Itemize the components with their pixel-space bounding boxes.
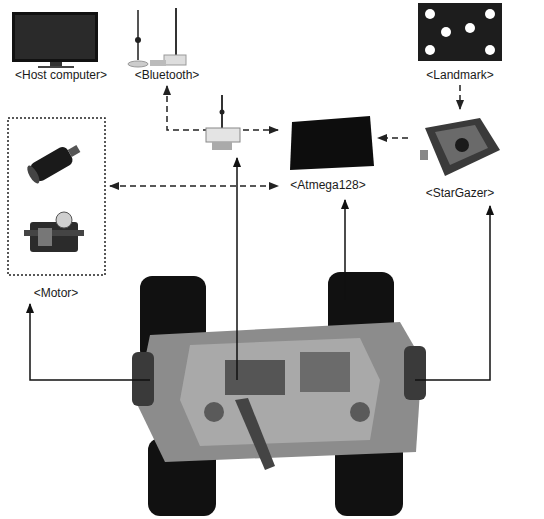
controller-box: <Atmega128> (280, 108, 376, 194)
atmega-picture (290, 116, 374, 170)
component-label: <Host computer> (13, 68, 109, 82)
motor-group-frame (8, 118, 105, 275)
servo-motor (24, 212, 84, 252)
landmark-dot (425, 9, 435, 19)
board (225, 360, 285, 395)
controller-board (290, 116, 374, 170)
antenna-base (128, 61, 148, 67)
landmark-box: <Landmark> (408, 0, 512, 84)
landmark-dot (425, 45, 435, 55)
monitor-screen (12, 12, 98, 62)
module-body (206, 128, 240, 142)
leader-line (344, 200, 346, 300)
side-part (404, 346, 426, 400)
chassis (136, 322, 422, 462)
antenna (137, 10, 139, 60)
dongle-body (164, 55, 186, 65)
connector-pin (420, 150, 428, 160)
landmark-dot (485, 9, 495, 19)
stargazer-box: <StarGazer> (410, 110, 510, 202)
landmark-dot (485, 45, 495, 55)
component-label: <Bluetooth> (133, 68, 202, 82)
landmark-plate (418, 3, 502, 61)
leader-line (236, 158, 238, 380)
component-label: <Motor> (32, 286, 81, 300)
gear (204, 402, 224, 422)
bluetooth-picture (128, 8, 186, 67)
module-plug (212, 142, 232, 150)
board (300, 352, 350, 392)
dc-motor (25, 140, 83, 185)
host-computer-box: <Host computer> (2, 0, 120, 84)
monitor-neck (50, 62, 62, 66)
antenna-knob (220, 110, 225, 115)
side-part (132, 352, 154, 406)
leader-line (30, 304, 150, 380)
stargazer-picture (420, 118, 500, 176)
sensor-board (425, 118, 500, 176)
motor-picture (8, 118, 105, 275)
sensor-chip (435, 125, 488, 165)
landmark-picture (418, 3, 502, 61)
component-label: <Landmark> (424, 68, 495, 82)
antenna (175, 8, 177, 55)
linkage (235, 398, 275, 470)
bluetooth-module-picture (206, 95, 240, 150)
sensor-lens (455, 138, 469, 152)
component-label: <Atmega128> (288, 178, 367, 192)
monitor-picture (12, 12, 98, 69)
dashed-connector (459, 85, 461, 109)
dashed-connector (378, 137, 408, 139)
robot-car-picture (30, 158, 490, 516)
dongle-plug (150, 60, 166, 66)
gear (350, 402, 370, 422)
landmark-dot (465, 23, 475, 33)
landmark-dot (441, 27, 451, 37)
antenna-knob (135, 37, 141, 43)
dashed-connector (110, 185, 278, 187)
monitor-panel (15, 15, 95, 59)
component-label: <StarGazer> (424, 186, 497, 200)
motor-group-box: <Motor> (4, 112, 108, 302)
chassis-plate (180, 338, 380, 446)
bluetooth-box: <Bluetooth> (124, 0, 210, 84)
leader-line (415, 206, 490, 380)
dashed-connector (167, 86, 278, 130)
